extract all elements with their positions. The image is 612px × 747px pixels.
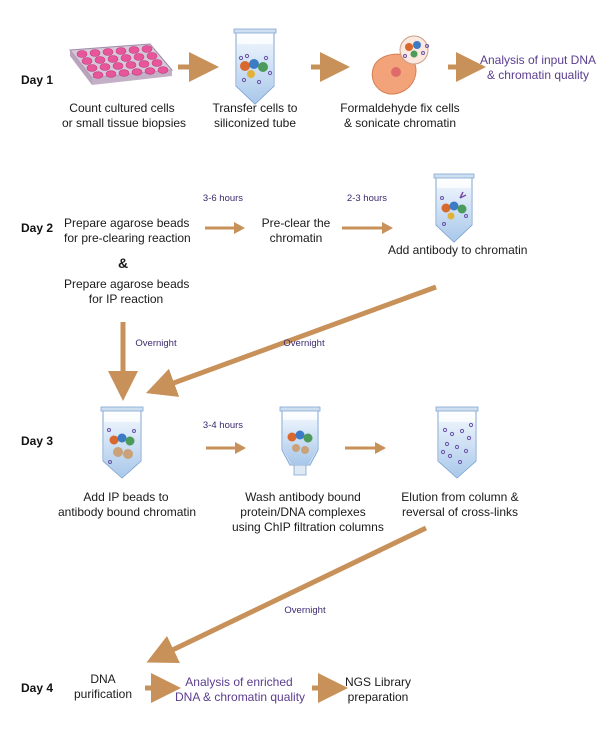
step-elution: Elution from column &reversal of cross-l… [401,490,519,519]
day-label-4: Day 4 [21,681,54,695]
time-overnight-b: Overnight [283,338,325,349]
time-3-4-hours: 3-4 hours [202,420,244,431]
step-fix-sonicate: Formaldehyde fix cells& sonicate chromat… [340,101,460,130]
day-label-2: Day 2 [21,221,54,235]
sonicated-cell-icon [371,35,429,95]
arrow-d2-diag [145,284,437,397]
time-3-6-hours: 3-6 hours [202,193,244,204]
tube-icon-antibody [433,173,475,243]
filtration-column-icon [279,406,321,476]
day-label-3: Day 3 [21,434,54,448]
step-analysis-input: Analysis of input DNA& chromatin quality [479,53,597,82]
time-2-3-hours: 2-3 hours [346,193,388,204]
step-add-antibody: Add antibody to chromatin [388,243,528,257]
time-overnight-c: Overnight [284,605,326,616]
tube-icon-elution [435,406,479,479]
tube-icon-transfer [233,28,277,105]
day-label-1: Day 1 [21,73,54,87]
tube-icon-ip-beads [100,406,144,479]
time-overnight-a: Overnight [135,338,177,349]
arrow-d3-diag [146,525,428,664]
culture-plate-icon [69,43,173,85]
ampersand: & [117,255,129,271]
